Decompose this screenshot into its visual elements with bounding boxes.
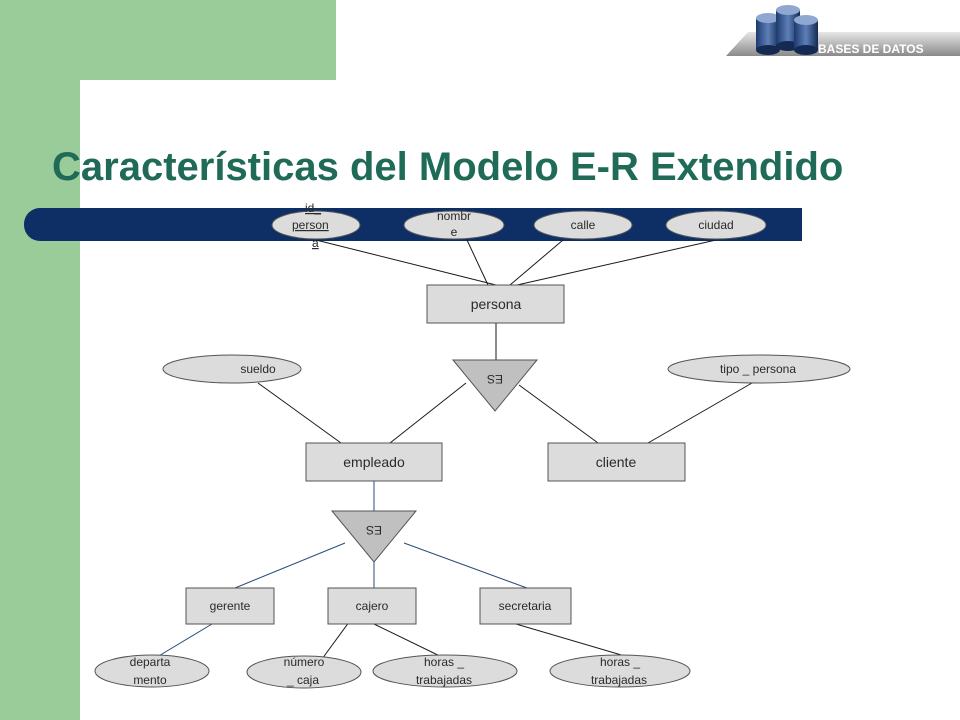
entity-cliente-label: cliente [596, 454, 637, 470]
top-green-band [0, 0, 336, 80]
attr-horas-cajero-line2: trabajadas [416, 673, 472, 687]
bases-de-datos-logo: BASES DE DATOS [726, 5, 960, 56]
isa-triangle-lower: ES [330, 510, 418, 563]
left-green-band [0, 0, 80, 720]
attr-nombre-line1: nombr [437, 209, 471, 223]
entity-gerente: gerente [185, 587, 275, 625]
attribute-nombre: nombr e [403, 209, 505, 240]
database-cylinders-icon [756, 5, 818, 55]
attr-horas-secretaria-line2: trabajadas [591, 673, 647, 687]
attr-id-persona-line3: a [312, 236, 319, 250]
attr-departamento-line1: departa [130, 655, 171, 669]
attr-horas-cajero-line1: horas _ [424, 655, 464, 669]
entity-secretaria: secretaria [479, 587, 572, 625]
entity-cliente: cliente [547, 442, 686, 482]
attr-horas-secretaria-line1: horas _ [600, 655, 640, 669]
entity-cajero-label: cajero [356, 599, 389, 613]
attribute-numero-caja: número _ caja [246, 655, 362, 689]
entity-empleado-label: empleado [343, 454, 405, 470]
attribute-tipo-persona: tipo _ persona [667, 354, 851, 384]
entity-secretaria-label: secretaria [499, 599, 552, 613]
entity-persona-label: persona [471, 296, 522, 312]
isa-lower-label: ES [366, 523, 382, 537]
attribute-ciudad: ciudad [665, 210, 767, 240]
entity-cajero: cajero [327, 587, 417, 625]
attribute-horas-trabajadas-cajero: horas _ trabajadas [372, 654, 518, 688]
attr-sueldo-label: sueldo [240, 362, 276, 376]
entity-persona: persona [426, 284, 565, 324]
entity-gerente-label: gerente [210, 599, 251, 613]
attribute-sueldo: sueldo [162, 354, 302, 384]
content-corner [80, 80, 280, 280]
attr-departamento-line2: mento [133, 673, 167, 687]
isa-upper-label: ES [487, 372, 503, 386]
attr-calle-label: calle [571, 218, 596, 232]
attr-numero-caja-line2: _ caja [286, 673, 319, 687]
attribute-horas-trabajadas-secretaria: horas _ trabajadas [549, 654, 691, 688]
navy-connector-lines [151, 481, 528, 661]
attr-numero-caja-line1: número [284, 655, 325, 669]
attr-nombre-line2: e [451, 225, 458, 239]
attr-ciudad-label: ciudad [698, 218, 733, 232]
attribute-calle: calle [533, 210, 633, 240]
logo-text: BASES DE DATOS [818, 42, 924, 56]
attr-id-persona-line2: person [292, 218, 329, 232]
attribute-id-persona: id_ person a [271, 201, 361, 250]
attribute-departamento: departa mento [94, 654, 210, 688]
attr-id-persona-line1: id_ [305, 201, 321, 215]
attr-tipo-persona-label: tipo _ persona [720, 362, 796, 376]
entity-empleado: empleado [305, 442, 443, 482]
slide-title: Características del Modelo E-R Extendido [52, 145, 844, 189]
isa-triangle-upper: ES [451, 359, 539, 412]
